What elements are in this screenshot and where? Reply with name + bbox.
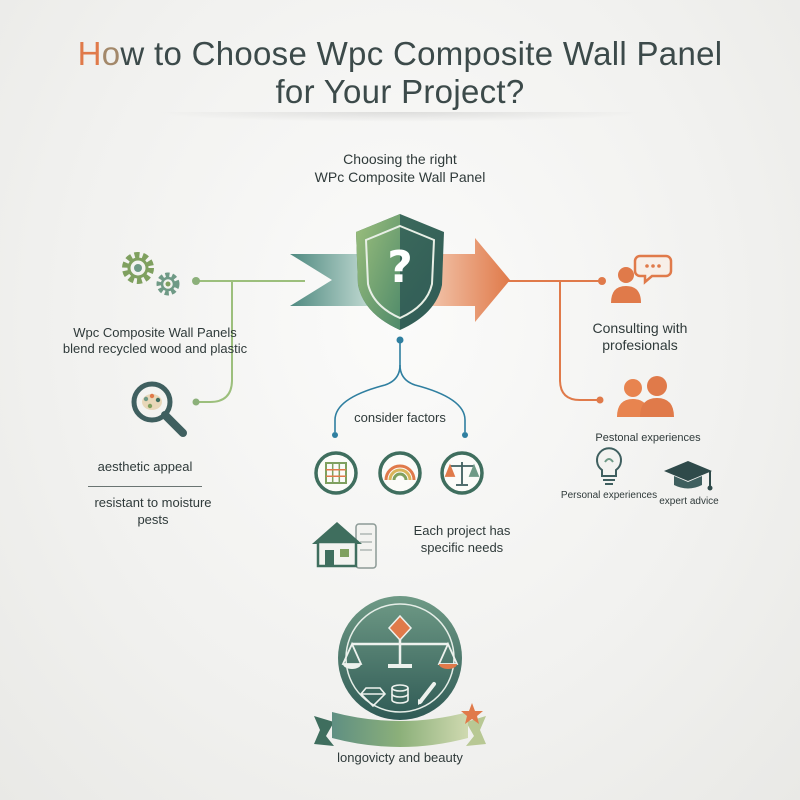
aesthetic-appeal-label: aesthetic appeal	[97, 459, 193, 474]
top-caption-line-2: WPc Composite Wall Panel	[314, 169, 486, 185]
grid-pattern-icon	[314, 451, 358, 495]
specific-needs-line-2: specific needs	[420, 540, 504, 555]
star-icon	[461, 703, 483, 724]
panel-description-line-2: blend recycled wood and plastic	[62, 341, 248, 356]
left-divider	[88, 486, 202, 487]
graduation-cap-icon	[664, 461, 713, 491]
coins-icon	[391, 684, 409, 704]
specific-needs-label: Each project has specific needs	[392, 522, 532, 556]
banner-caption: longovicty and beauty	[337, 750, 463, 765]
title-line-1-text: w to Choose Wpc Composite Wall Panel	[120, 35, 723, 72]
resistant-line-2: pests	[137, 512, 169, 527]
top-caption-line-1: Choosing the right	[343, 151, 457, 167]
banner-ribbon	[314, 712, 486, 747]
top-caption: Choosing the right WPc Composite Wall Pa…	[250, 150, 550, 186]
gears-icon	[122, 252, 180, 296]
question-mark: ?	[387, 242, 413, 293]
people-icon	[617, 376, 674, 417]
page-title-line-1: How to Choose Wpc Composite Wall Panel	[0, 34, 800, 74]
connector-lines	[192, 277, 606, 438]
page-title-line-2: for Your Project?	[275, 73, 525, 110]
consulting-label: Consulting with profesionals	[560, 320, 720, 354]
shield-question-icon	[356, 214, 444, 330]
scales-icon	[440, 451, 484, 495]
resistant-line-1: resistant to moisture	[94, 495, 212, 510]
specific-needs-line-1: Each project has	[413, 523, 511, 538]
diamond-icon	[359, 687, 387, 708]
consulting-line-2: profesionals	[602, 337, 678, 353]
expert-advice-label: expert advice	[659, 496, 719, 507]
house-blueprint-icon	[312, 522, 377, 569]
scales-emblem-icon	[338, 596, 462, 720]
consider-factors-label: consider factors	[354, 410, 446, 425]
chat-person-icon	[611, 254, 673, 303]
title-accent-h: H	[77, 35, 102, 72]
panel-description: Wpc Composite Wall Panels blend recycled…	[40, 325, 270, 357]
consulting-line-1: Consulting with	[592, 320, 688, 336]
rainbow-icon	[378, 451, 422, 495]
pestonal-experiences-label: Pestonal experiences	[595, 432, 701, 444]
title-accent-o: o	[101, 35, 121, 72]
pencil-icon	[418, 682, 436, 705]
lightbulb-icon	[596, 447, 622, 485]
panel-description-line-1: Wpc Composite Wall Panels	[73, 325, 237, 340]
magnifier-palette-icon	[131, 381, 187, 437]
title-shadow	[150, 112, 650, 122]
personal-experiences-label: Personal experiences	[560, 490, 658, 501]
resistant-label: resistant to moisture pests	[60, 494, 246, 528]
